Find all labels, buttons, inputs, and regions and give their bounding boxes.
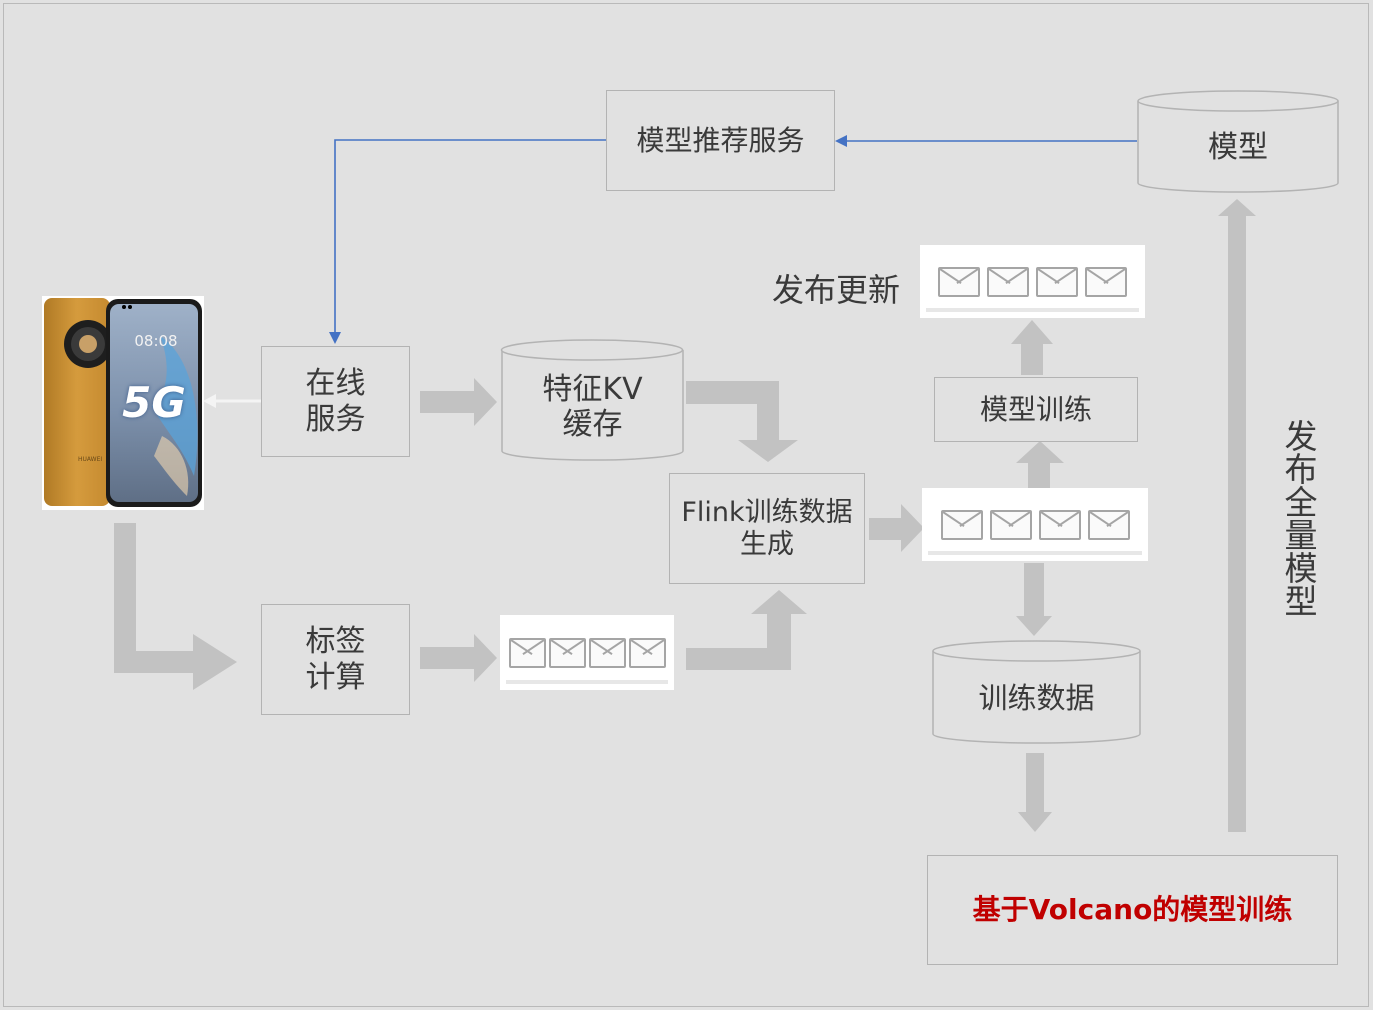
label-compute: 标签 计算 — [261, 604, 410, 715]
model-store: 模型 — [1138, 112, 1338, 184]
envelope-icon — [987, 266, 1029, 297]
label-compute-line2: 计算 — [305, 659, 366, 695]
arrow-flink-to-queue — [869, 504, 924, 552]
arrow-queue-to-training — [1016, 441, 1064, 489]
envelope-icon — [1036, 266, 1078, 297]
arrow-training-to-publish — [1011, 320, 1053, 375]
online-service-line1: 在线 — [305, 366, 366, 402]
phone-clock: 08:08 — [134, 332, 178, 350]
envelope-icon — [1038, 509, 1081, 540]
model-training-label: 模型训练 — [979, 392, 1092, 426]
message-queue-publish — [920, 245, 1145, 318]
envelope-icon — [508, 637, 546, 668]
phone-network-badge: 5G — [122, 378, 186, 427]
arrow-label-to-queue — [420, 634, 497, 682]
feature-cache-line2: 缓存 — [562, 407, 623, 442]
smartphone-icon: 08:08 5G HUAWEI — [42, 296, 204, 510]
message-queue-labels — [500, 615, 674, 690]
publish-full-model-label: 发 布 全 量 模 型 — [1281, 420, 1321, 618]
label-compute-line1: 标签 — [305, 624, 366, 660]
flink-line1: Flink训练数据 — [681, 496, 853, 528]
arrow-trainingdata-to-volcano — [1018, 753, 1052, 832]
cylinder-model-store — [1137, 90, 1339, 193]
phone-brand: HUAWEI — [78, 456, 103, 463]
envelope-icon — [938, 266, 980, 297]
message-queue-training-samples — [922, 488, 1148, 561]
cylinder-feature-cache — [500, 339, 684, 461]
online-service: 在线 服务 — [261, 346, 410, 457]
model-store-label: 模型 — [1208, 130, 1268, 166]
arrow-queue-to-trainingdata — [1016, 563, 1052, 636]
queue-shadow — [506, 680, 668, 684]
vertical-char: 布 — [1284, 450, 1318, 489]
vertical-char: 模 — [1284, 549, 1318, 588]
envelope-icon — [940, 509, 983, 540]
queue-shadow — [928, 551, 1142, 555]
volcano-training-label: 基于Volcano的模型训练 — [972, 893, 1293, 927]
envelope-icon — [588, 637, 626, 668]
envelope-icon — [989, 509, 1032, 540]
arrow-online-to-phone — [203, 394, 262, 408]
arrow-cache-to-flink — [686, 381, 798, 462]
model-training: 模型训练 — [934, 377, 1138, 442]
envelope-icon — [1087, 509, 1130, 540]
diagram-frame — [3, 3, 1369, 1007]
flink-line2: 生成 — [740, 528, 794, 560]
arrow-online-to-cache — [420, 378, 497, 426]
feature-kv-cache: 特征KV 缓存 — [502, 362, 683, 452]
cylinder-training-data — [932, 640, 1141, 744]
training-data: 训练数据 — [933, 662, 1140, 734]
envelope-icon — [548, 637, 586, 668]
vertical-char: 发 — [1284, 417, 1318, 456]
training-data-label: 训练数据 — [978, 680, 1095, 715]
arrow-service-to-online — [329, 139, 606, 344]
volcano-model-training: 基于Volcano的模型训练 — [927, 855, 1338, 965]
online-service-line2: 服务 — [305, 401, 366, 437]
vertical-char: 量 — [1284, 516, 1318, 555]
vertical-char: 型 — [1284, 582, 1318, 621]
feature-cache-line1: 特征KV — [542, 371, 643, 407]
flink-data-generation: Flink训练数据 生成 — [669, 473, 865, 584]
vertical-char: 全 — [1284, 483, 1318, 522]
arrow-phone-to-label — [114, 523, 237, 690]
queue-shadow — [926, 308, 1139, 312]
envelope-icon — [1085, 266, 1127, 297]
publish-update-label: 发布更新 — [772, 271, 901, 309]
envelope-icon — [628, 637, 666, 668]
model-serving-service: 模型推荐服务 — [606, 90, 835, 191]
arrow-volcano-to-model — [1218, 199, 1256, 832]
model-serving-service-label: 模型推荐服务 — [636, 123, 805, 157]
arrow-queue-to-flink — [686, 590, 807, 670]
